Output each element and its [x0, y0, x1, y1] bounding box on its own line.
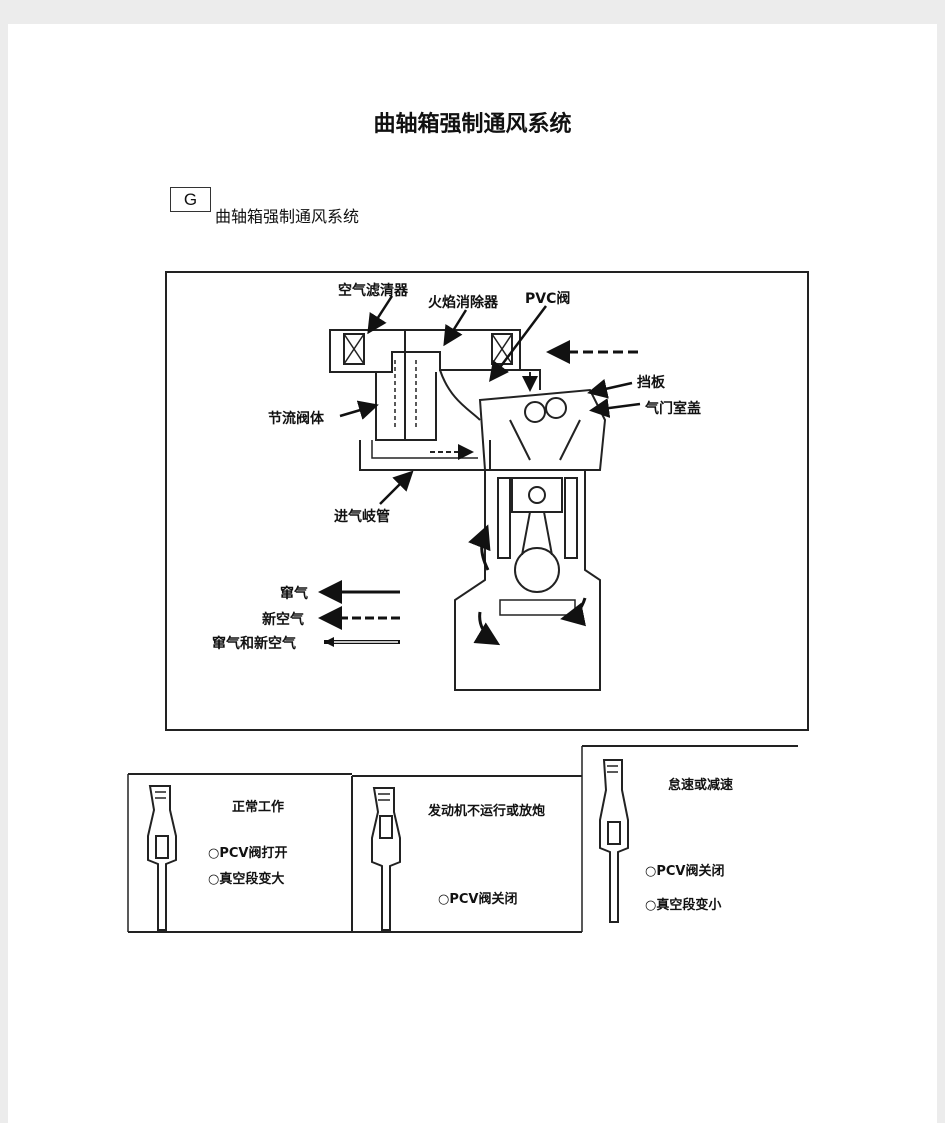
- label-throttle-body: 节流阀体: [268, 411, 324, 427]
- section-title: 曲轴箱强制通风系统: [215, 209, 360, 226]
- panel-1-note-2: ○真空段变大: [208, 872, 285, 887]
- panel-2-note-1: ○PCV阀关闭: [438, 892, 518, 907]
- panel-2-title: 发动机不运行或放炮: [428, 804, 546, 819]
- panel-3-title: 怠速或减速: [668, 778, 734, 793]
- label-intake-manifold: 进气岐管: [334, 509, 390, 525]
- panel-1-title: 正常工作: [232, 800, 285, 815]
- label-valve-cover: 气门室盖: [645, 401, 701, 417]
- section-marker: G: [170, 187, 211, 212]
- panel-3-note-1: ○PCV阀关闭: [645, 864, 725, 879]
- legend-blowby: 窜气: [280, 586, 308, 602]
- legend-blowby-and-fresh-air: 窜气和新空气: [212, 636, 296, 652]
- panel-3-note-2: ○真空段变小: [645, 898, 722, 913]
- label-pcv-valve: PVC阀: [525, 291, 571, 307]
- document-title: 曲轴箱强制通风系统: [373, 112, 572, 137]
- label-air-filter: 空气滤清器: [338, 283, 408, 299]
- label-baffle: 挡板: [637, 375, 665, 391]
- legend-fresh-air: 新空气: [262, 612, 304, 628]
- panel-1-note-1: ○PCV阀打开: [208, 846, 288, 861]
- label-flame-arrester: 火焰消除器: [428, 295, 498, 311]
